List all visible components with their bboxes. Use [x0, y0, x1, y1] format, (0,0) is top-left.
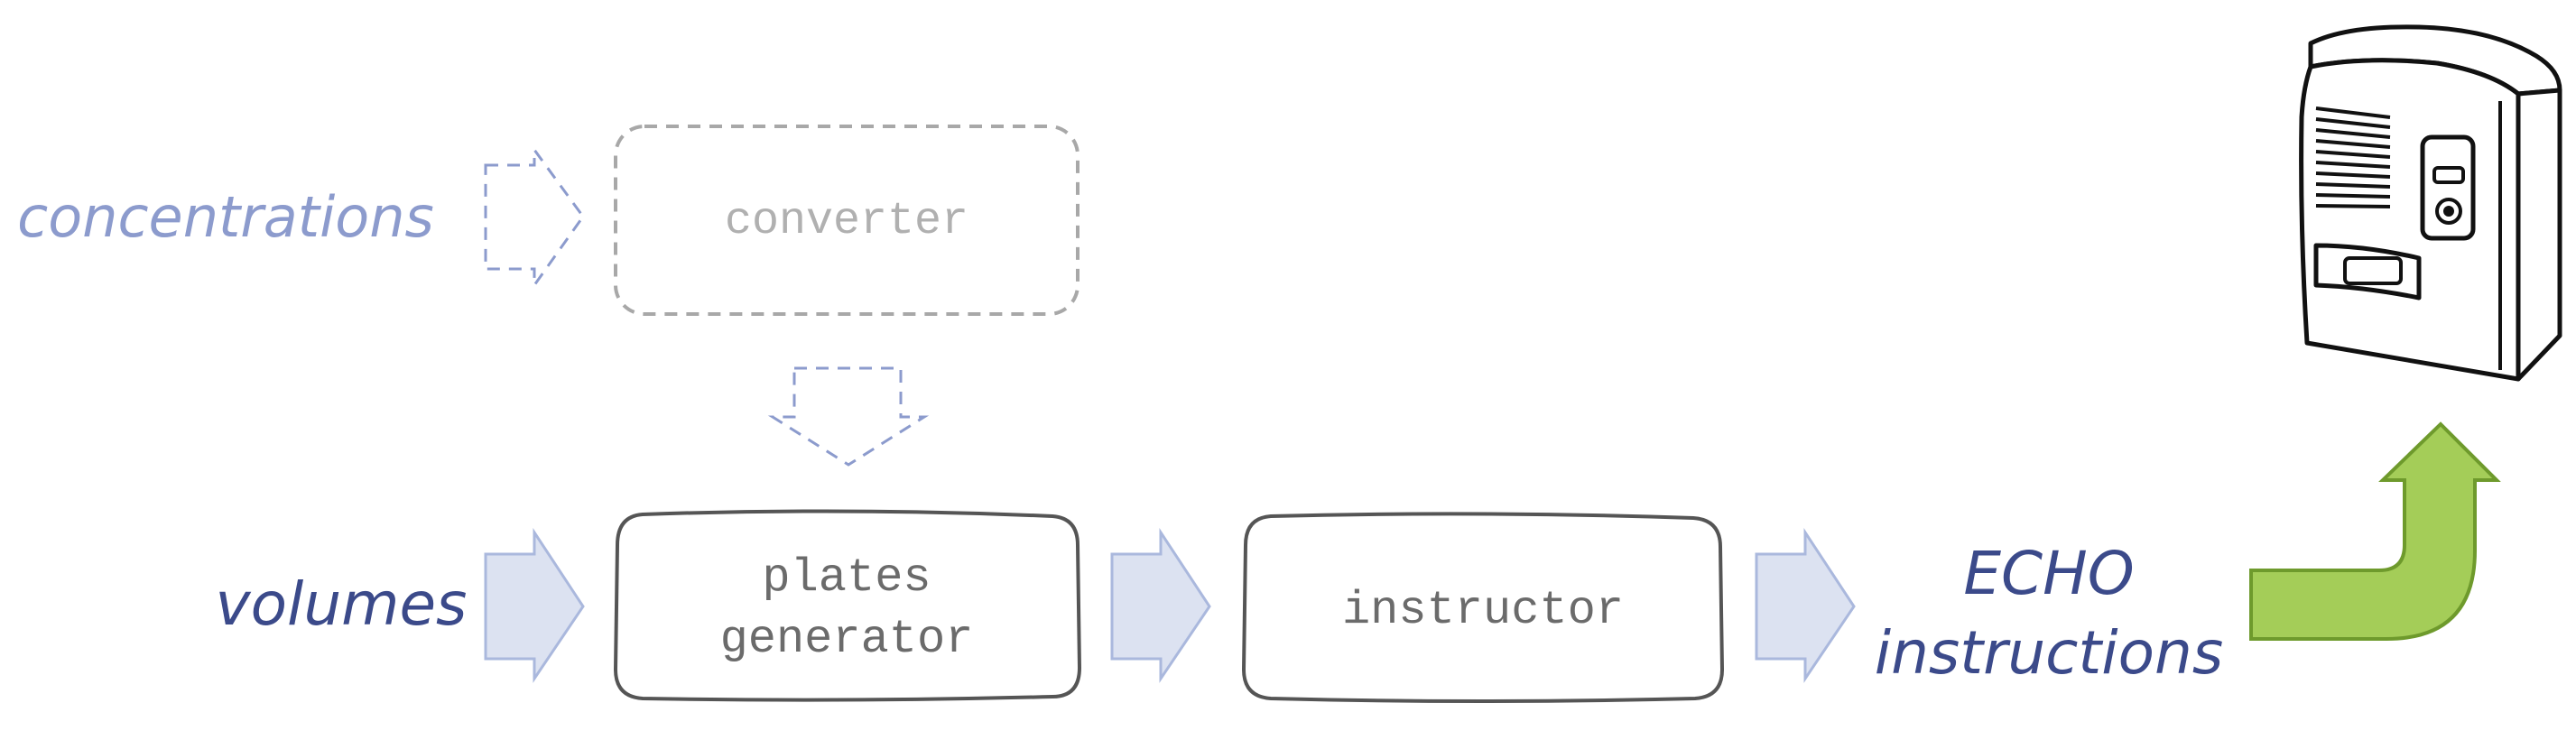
generator-to-instructor-arrow-icon: [1110, 527, 1211, 683]
instructor-to-output-arrow-icon: [1755, 527, 1856, 683]
volumes-arrow-icon: [484, 527, 585, 683]
echo-instructions-label-line1: ECHO: [1963, 539, 2134, 608]
plates-generator-box: [613, 509, 1082, 702]
instructor-label: instructor: [1342, 584, 1624, 637]
echo-device-icon: [2299, 24, 2562, 382]
volumes-label: volumes: [216, 569, 468, 639]
converter-box: [614, 125, 1080, 316]
concentrations-label: concentrations: [17, 184, 434, 250]
plates-generator-label-line2: generator: [720, 613, 974, 666]
converter-label: converter: [725, 196, 968, 247]
plates-generator-label-line1: plates: [762, 551, 931, 605]
green-bent-arrow-icon: [2249, 421, 2501, 641]
concentrations-arrow-icon: [484, 145, 585, 290]
instructor-box: [1241, 512, 1725, 703]
converter-down-arrow-icon: [767, 366, 930, 467]
echo-instructions-label-line2: instructions: [1875, 618, 2224, 688]
